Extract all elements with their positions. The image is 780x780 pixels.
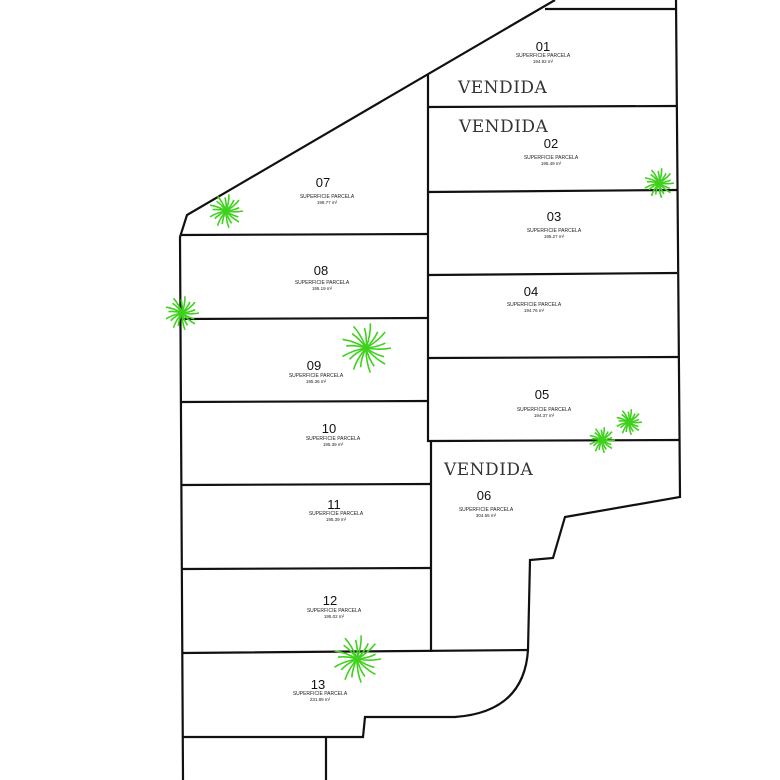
area-label: SUPERFICIE PARCELA: [306, 436, 361, 442]
lot-number: 04: [524, 284, 538, 299]
sold-label-lot-01: VENDIDA: [457, 78, 548, 98]
lot-area: 194.92 m²: [533, 59, 554, 64]
area-label: SUPERFICIE PARCELA: [309, 511, 364, 517]
lot-area: 195.27 m²: [544, 234, 565, 239]
area-label: SUPERFICIE PARCELA: [507, 302, 562, 308]
lot-10[interactable]: 10 SUPERFICIE PARCELA 195.39 m²: [306, 421, 361, 447]
area-label: SUPERFICIE PARCELA: [527, 228, 582, 234]
lot-11[interactable]: 11 SUPERFICIE PARCELA 195.39 m²: [309, 497, 364, 522]
right-column-lines: [426, 7, 680, 652]
lot-number: 07: [316, 175, 330, 190]
lot-06[interactable]: 06 SUPERFICIE PARCELA 304.55 m²: [459, 488, 514, 518]
lot-number: 06: [477, 488, 491, 503]
lot-05[interactable]: 05 SUPERFICIE PARCELA 194.37 m²: [517, 387, 572, 418]
outer-boundary: [178, 0, 682, 780]
lot-01[interactable]: 01 SUPERFICIE PARCELA 194.92 m²: [516, 39, 571, 64]
lot-number: 13: [311, 677, 325, 692]
tree-icon: [644, 168, 675, 199]
lot-02[interactable]: 02 SUPERFICIE PARCELA 195.49 m²: [524, 136, 579, 166]
lot-number: 03: [547, 209, 561, 224]
lot-boundaries: [178, 0, 682, 780]
lot-area: 195.19 m²: [312, 286, 333, 291]
tree-icon: [589, 427, 616, 454]
sold-label-lot-06: VENDIDA: [443, 460, 534, 480]
lot-area: 198.77 m²: [317, 200, 338, 205]
lot-number: 11: [327, 497, 341, 512]
tree-icon: [334, 635, 382, 683]
sold-label-lot-02: VENDIDA: [458, 117, 549, 137]
lot-number: 09: [307, 358, 321, 373]
area-label: SUPERFICIE PARCELA: [300, 194, 355, 200]
lot-number: 05: [535, 387, 549, 402]
lot-12[interactable]: 12 SUPERFICIE PARCELA 195.02 m²: [307, 593, 362, 619]
left-column-lines: [179, 232, 529, 655]
area-label: SUPERFICIE PARCELA: [295, 280, 350, 286]
lot-area: 195.49 m²: [541, 161, 562, 166]
lot-09[interactable]: 09 SUPERFICIE PARCELA 195.36 m²: [289, 358, 344, 384]
lot-number: 01: [536, 39, 550, 54]
lot-13[interactable]: 13 SUPERFICIE PARCELA 231.89 m²: [293, 677, 348, 702]
lot-07[interactable]: 07 SUPERFICIE PARCELA 198.77 m²: [300, 175, 355, 205]
area-label: SUPERFICIE PARCELA: [289, 373, 344, 379]
lot-area: 194.37 m²: [534, 413, 555, 418]
area-label: SUPERFICIE PARCELA: [517, 407, 572, 413]
lot-number: 02: [544, 136, 558, 151]
lot-area: 231.89 m²: [310, 697, 331, 702]
area-label: SUPERFICIE PARCELA: [459, 507, 514, 513]
lot-04[interactable]: 04 SUPERFICIE PARCELA 194.76 m²: [507, 284, 562, 313]
lot-number: 12: [323, 593, 337, 608]
lot-number: 08: [314, 263, 328, 278]
trees: [165, 168, 675, 683]
lot-08[interactable]: 08 SUPERFICIE PARCELA 195.19 m²: [295, 263, 350, 291]
lot-area: 195.02 m²: [324, 614, 345, 619]
area-label: SUPERFICIE PARCELA: [516, 53, 571, 59]
tree-icon: [165, 296, 200, 331]
lot-area: 304.55 m²: [476, 513, 497, 518]
lot-area: 194.76 m²: [524, 308, 545, 313]
lot-area: 195.39 m²: [326, 517, 347, 522]
tree-icon: [616, 409, 643, 436]
lot-number: 10: [322, 421, 336, 436]
tree-icon: [342, 323, 392, 373]
area-label: SUPERFICIE PARCELA: [524, 155, 579, 161]
lot-03[interactable]: 03 SUPERFICIE PARCELA 195.27 m²: [527, 209, 582, 239]
lot-area: 195.36 m²: [306, 379, 327, 384]
area-label: SUPERFICIE PARCELA: [307, 608, 362, 614]
tree-icon: [209, 194, 244, 229]
area-label: SUPERFICIE PARCELA: [293, 691, 348, 697]
lot-area: 195.39 m²: [323, 442, 344, 447]
